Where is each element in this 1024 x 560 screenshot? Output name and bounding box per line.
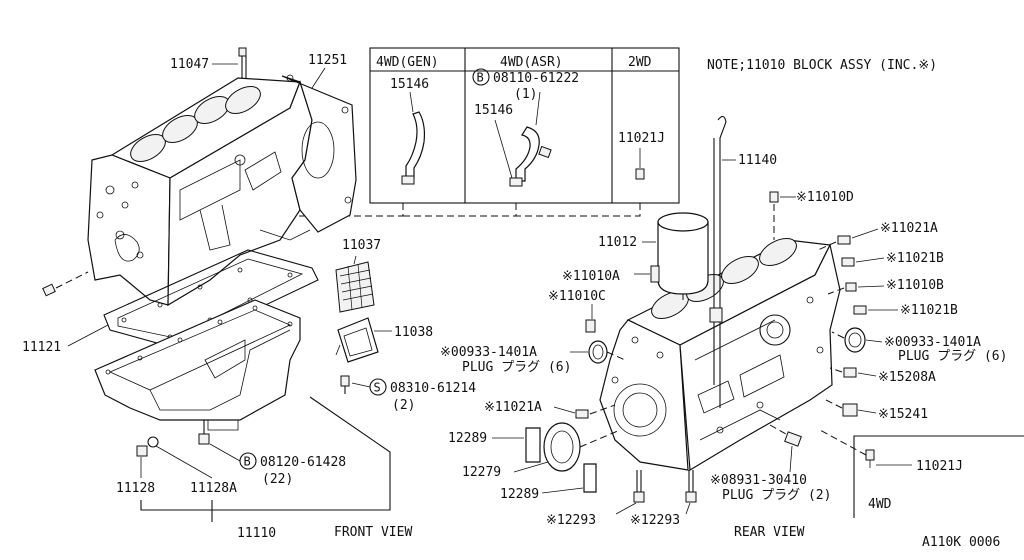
plug-2wd (635, 168, 645, 180)
label-11010c: ※11010C (548, 289, 606, 304)
dowel-11010a (650, 265, 660, 283)
dipstick-11140 (709, 115, 727, 408)
dowel-11010c (585, 319, 596, 333)
dowel-11010b (845, 282, 857, 292)
seal-12289-bottom (583, 463, 597, 493)
label-15146-gen: 15146 (390, 77, 429, 92)
plug-left (588, 340, 608, 364)
inset-4wd (819, 429, 1024, 518)
bolt-circle-letter: B (477, 71, 484, 85)
label-11021a-side: ※11021A (484, 400, 542, 415)
liner-11012 (657, 212, 709, 300)
label-11047: 11047 (170, 57, 209, 72)
label-11021j-inset: 11021J (916, 459, 963, 474)
rear-view-caption: REAR VIEW (734, 525, 805, 540)
bolt-11047 (238, 47, 247, 78)
label-4wd-inset: 4WD (868, 497, 892, 512)
label-plug-left: PLUG プラグ (6) (462, 360, 571, 375)
label-11128: 11128 (116, 481, 155, 496)
label-15208a: ※15208A (878, 370, 936, 385)
assembly-bracket (140, 396, 391, 522)
front-engine-block (87, 74, 357, 307)
label-12289-bottom: 12289 (500, 487, 539, 502)
seal-12279 (543, 422, 581, 472)
oil-pan-11110 (94, 299, 301, 431)
label-00933-right: ※00933-1401A (884, 335, 981, 350)
plug-11021a-side (575, 409, 589, 419)
label-11021j-box: 11021J (618, 131, 665, 146)
oil-tube-asr (515, 126, 540, 182)
label-11021b-2: ※11021B (900, 303, 958, 318)
label-15241: ※15241 (878, 407, 928, 422)
label-11021b-1: ※11021B (886, 251, 944, 266)
label-11140: 11140 (738, 153, 777, 168)
rear-engine-block (599, 237, 841, 472)
oil-tube-gen (405, 111, 426, 179)
dowel-11010d (769, 191, 779, 203)
label-08310-61214: 08310-61214 (390, 381, 476, 396)
label-00933-left: ※00933-1401A (440, 345, 537, 360)
screw (340, 375, 350, 387)
bolt-12293-right (685, 470, 697, 503)
label-12293-right: ※12293 (630, 513, 680, 528)
figure-code: A110K 0006 (922, 535, 1000, 550)
plug-15241 (842, 403, 858, 417)
side-bolt (42, 271, 89, 297)
label-11012: 11012 (598, 235, 637, 250)
label-15146-asr: 15146 (474, 103, 513, 118)
label-12289-top: 12289 (448, 431, 487, 446)
seal-12289-top (525, 427, 541, 463)
front-view-caption: FRONT VIEW (334, 525, 412, 540)
label-11010a: ※11010A (562, 269, 620, 284)
label-plug-right: PLUG プラグ (6) (898, 349, 1007, 364)
label-11038: 11038 (394, 325, 433, 340)
label-screw-qty-2: (2) (392, 398, 415, 413)
label-bolt-qty-1: (1) (514, 87, 537, 102)
label-11110: 11110 (237, 526, 276, 541)
label-11021a-top: ※11021A (880, 221, 938, 236)
label-08120-61428: 08120-61428 (260, 455, 346, 470)
plug-11021b-2 (853, 305, 867, 315)
plug-11021b-1 (841, 257, 855, 267)
plug-08931 (784, 431, 802, 447)
note-text: NOTE;11010 BLOCK ASSY (INC.※) (707, 58, 937, 73)
label-12279: 12279 (462, 465, 501, 480)
label-bolt-qty-22: (22) (262, 472, 293, 487)
label-12293-left: ※12293 (546, 513, 596, 528)
col-4wd-gen-header: 4WD(GEN) (376, 55, 439, 70)
label-11121: 11121 (22, 340, 61, 355)
label-plug-bottom: PLUG プラグ (2) (722, 488, 831, 503)
label-11010b: ※11010B (886, 278, 944, 293)
baffle-11038 (335, 317, 379, 363)
bolt-12293-left (633, 470, 645, 503)
label-11010d: ※11010D (796, 190, 854, 205)
label-11128a: 11128A (190, 481, 237, 496)
plug-15208a (843, 367, 857, 378)
plug-11021a-top (837, 235, 851, 245)
col-4wd-asr-header: 4WD(ASR) (500, 55, 563, 70)
label-11251: 11251 (308, 53, 347, 68)
label-08110-61222: 08110-61222 (493, 71, 579, 86)
variant-box: 4WD(GEN) 4WD(ASR) 2WD 15146 B 08110-6122… (369, 47, 680, 204)
plug-right (844, 327, 866, 353)
bolt-circle-letter-2: B (244, 455, 251, 469)
strainer-11037 (335, 261, 375, 313)
drain-plug (136, 420, 210, 457)
label-08931: ※08931-30410 (710, 473, 807, 488)
bolt-circle-icon (472, 68, 490, 86)
col-2wd-header: 2WD (628, 55, 652, 70)
label-11037: 11037 (342, 238, 381, 253)
screw-circle-letter: S (374, 381, 381, 395)
